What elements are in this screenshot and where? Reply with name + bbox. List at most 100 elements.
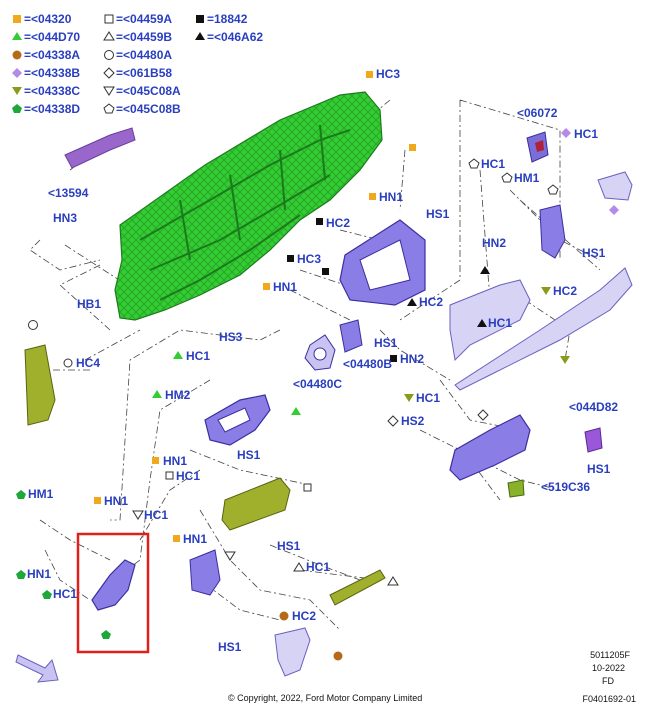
callout-label: HC2 bbox=[553, 284, 577, 298]
doc-date: 10-2022 bbox=[592, 663, 625, 673]
callout-label: <04480B bbox=[343, 357, 392, 371]
square-orange-icon bbox=[94, 497, 101, 504]
legend-text: =<04338A bbox=[24, 48, 80, 62]
center-console-bracket[interactable] bbox=[204, 394, 271, 446]
callout-label: HC1 bbox=[306, 560, 330, 574]
triangle-green-icon bbox=[291, 407, 301, 415]
front-arrow-icon bbox=[15, 654, 59, 683]
part-519c36[interactable] bbox=[507, 479, 525, 498]
callout-label: HC1 bbox=[574, 127, 598, 141]
square-open-icon bbox=[303, 483, 312, 492]
square-open-icon bbox=[104, 14, 114, 24]
triangle-down-olive-icon bbox=[12, 87, 22, 95]
pentagon-green-icon bbox=[12, 104, 22, 113]
triangle-down-olive-icon bbox=[560, 356, 570, 364]
legend-text: =<04338D bbox=[24, 102, 80, 116]
triangle-green-icon bbox=[173, 351, 183, 359]
triangle-open-icon bbox=[103, 31, 115, 41]
diamond-purple-icon bbox=[561, 128, 571, 138]
pentagon-green-icon bbox=[42, 590, 52, 599]
right-lower-bracket[interactable] bbox=[449, 414, 531, 481]
lower-duct[interactable] bbox=[274, 627, 311, 677]
callout-label: HN2 bbox=[482, 236, 506, 250]
center-bezel-bracket[interactable] bbox=[339, 219, 426, 306]
triangle-down-olive-icon bbox=[404, 394, 414, 402]
pentagon-open-icon bbox=[501, 172, 513, 183]
right-dash-trim-panel[interactable] bbox=[449, 267, 633, 391]
callout-label: <519C36 bbox=[541, 480, 590, 494]
triangle-open-icon bbox=[293, 562, 305, 572]
callout-label: HN1 bbox=[273, 280, 297, 294]
pentagon-open-icon bbox=[103, 103, 115, 114]
callout-label: HC3 bbox=[376, 67, 400, 81]
lower-mid-bracket[interactable] bbox=[189, 549, 221, 596]
legend-text: =18842 bbox=[207, 12, 248, 26]
triangle-open-icon bbox=[387, 576, 399, 586]
legend-text: =<04480A bbox=[116, 48, 172, 62]
bracket-13594[interactable] bbox=[64, 127, 136, 169]
callout-label: HS2 bbox=[401, 414, 425, 428]
square-black-icon bbox=[316, 218, 323, 225]
callout-label: HC1 bbox=[144, 508, 168, 522]
legend-text: =<046A62 bbox=[207, 30, 263, 44]
triangle-down-open-icon bbox=[224, 551, 236, 561]
part-044d82[interactable] bbox=[584, 427, 603, 453]
callout-label: HC2 bbox=[326, 216, 350, 230]
circle-brown-icon bbox=[12, 50, 22, 60]
callout-label: HC3 bbox=[297, 252, 321, 266]
callout-label: HC2 bbox=[419, 295, 443, 309]
diamond-purple-icon bbox=[12, 68, 22, 78]
cover-hc1-right[interactable] bbox=[597, 171, 633, 201]
bracket-hm1-right[interactable] bbox=[539, 204, 566, 259]
callout-label: <04480C bbox=[293, 377, 342, 391]
callout-label: HB1 bbox=[77, 297, 101, 311]
triangle-black-icon bbox=[407, 298, 417, 306]
olive-bracket-center[interactable] bbox=[221, 477, 291, 531]
callout-label: HN1 bbox=[163, 454, 187, 468]
highlighted-part-box[interactable] bbox=[76, 532, 150, 654]
callout-label: HM1 bbox=[28, 487, 54, 501]
instrument-panel-frame[interactable] bbox=[114, 91, 383, 321]
callout-label: HC1 bbox=[176, 469, 200, 483]
legend-text: =<04459B bbox=[116, 30, 172, 44]
diamond-purple-icon bbox=[609, 205, 619, 215]
triangle-black-icon bbox=[477, 319, 487, 327]
doc-figure-id: F0401692-01 bbox=[582, 694, 636, 704]
left-side-trim-hc4[interactable] bbox=[24, 344, 56, 426]
square-open-icon bbox=[165, 471, 174, 480]
square-orange-icon bbox=[173, 535, 180, 542]
bracket-06072[interactable] bbox=[526, 131, 549, 163]
callout-label: HN3 bbox=[53, 211, 77, 225]
callout-label: HS1 bbox=[277, 539, 301, 553]
bracket-04480c[interactable] bbox=[304, 334, 336, 371]
legend-text: =<04338B bbox=[24, 66, 80, 80]
olive-strip-right[interactable] bbox=[329, 569, 386, 606]
pentagon-green-icon bbox=[16, 490, 26, 499]
legend-text: =<04338C bbox=[24, 84, 80, 98]
callout-label: HM2 bbox=[165, 388, 191, 402]
pentagon-open-icon bbox=[547, 184, 559, 195]
square-black-icon bbox=[390, 355, 397, 362]
triangle-down-open-icon bbox=[132, 510, 144, 520]
diamond-open-icon bbox=[477, 409, 489, 421]
legend-text: =<04459A bbox=[116, 12, 172, 26]
callout-label: HM1 bbox=[514, 171, 540, 185]
callout-label: HS1 bbox=[218, 640, 242, 654]
doc-region: FD bbox=[602, 676, 614, 686]
callout-label: <044D82 bbox=[569, 400, 618, 414]
triangle-green-icon bbox=[152, 390, 162, 398]
circle-brown-icon bbox=[279, 611, 289, 621]
triangle-black-icon bbox=[480, 266, 490, 274]
callout-label: HS1 bbox=[237, 448, 261, 462]
triangle-black-icon bbox=[195, 32, 205, 40]
bracket-04480b[interactable] bbox=[339, 319, 363, 353]
legend-text: =<044D70 bbox=[24, 30, 80, 44]
square-orange-icon bbox=[409, 144, 416, 151]
diamond-open-icon bbox=[387, 415, 399, 427]
callout-label: HC4 bbox=[76, 356, 100, 370]
circle-brown-icon bbox=[333, 651, 343, 661]
footer: © Copyright, 2022, Ford Motor Company Li… bbox=[228, 650, 636, 704]
pentagon-green-icon bbox=[101, 630, 111, 639]
